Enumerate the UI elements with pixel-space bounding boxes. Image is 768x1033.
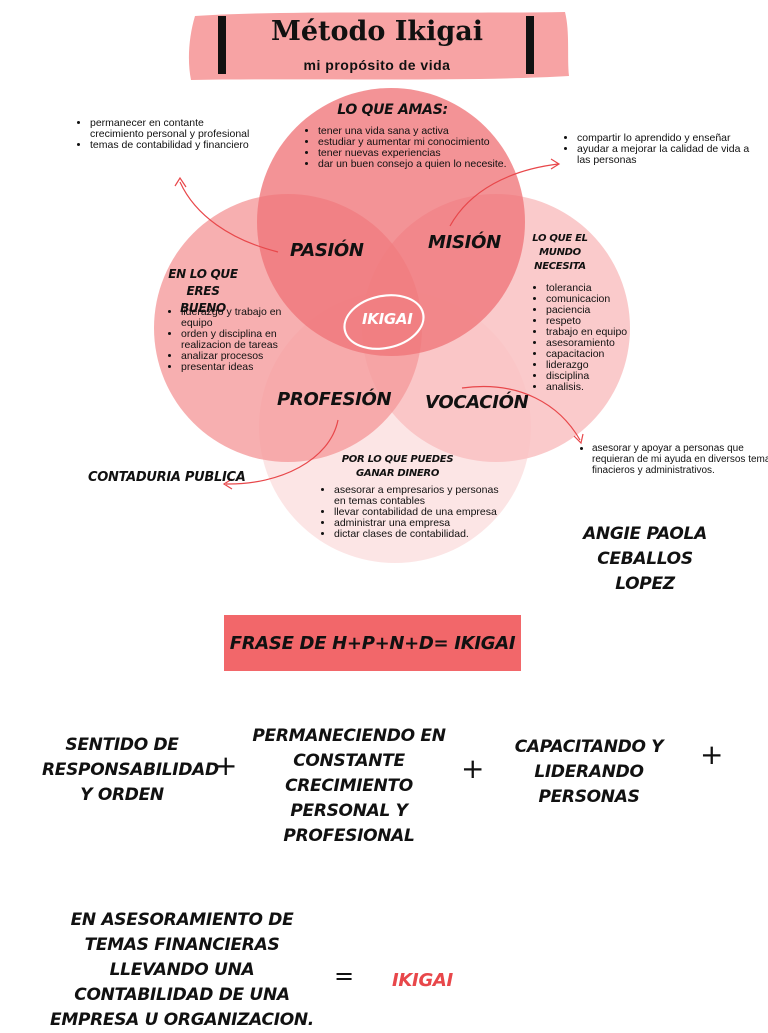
arrow-mission-head (550, 158, 561, 170)
list-item: temas de contabilidad y financiero (90, 140, 260, 151)
arrow-vocation-head (573, 433, 584, 445)
arrow-mission (449, 163, 559, 227)
list-item: compartir lo aprendido y enseñar (577, 133, 757, 144)
good-heading: EN LO QUE ERES BUENO (168, 267, 238, 315)
arrow-vocation (461, 385, 581, 441)
plus-sign-3: + (700, 738, 724, 771)
list-item: ayudar a mejorar la calidad de vida a la… (577, 144, 757, 166)
list-item: capacitacion (546, 349, 656, 360)
header: Método Ikigai mi propósito de vida (187, 10, 570, 80)
plus-sign-2: + (461, 752, 485, 785)
list-item: trabajo en equipo (546, 327, 656, 338)
ikigai-center-label: IKIGAI (362, 310, 413, 328)
list-item: tener una vida sana y activa (318, 126, 513, 137)
profession-label: PROFESIÓN (277, 389, 392, 410)
list-item: asesoramiento (546, 338, 656, 349)
list-item: comunicacion (546, 294, 656, 305)
list-item: asesorar y apoyar a personas que requier… (592, 443, 768, 476)
list-item: estudiar y aumentar mi conocimiento (318, 137, 513, 148)
paid-list: asesorar a empresarios y personas en tem… (318, 485, 504, 540)
arrow-passion (179, 181, 279, 253)
mission-callout: compartir lo aprendido y enseñar ayudar … (561, 133, 757, 166)
plus-sign-1: + (214, 749, 238, 782)
list-item: liderazgo y trabajo en equipo (181, 307, 306, 329)
header-brush-bg (188, 12, 570, 80)
ikigai-venn-diagram (154, 88, 630, 563)
passion-callout: permanecer en contante crecimiento perso… (74, 118, 260, 151)
equals-sign: = (334, 962, 355, 990)
mission-label: MISIÓN (428, 232, 501, 253)
vocation-label: VOCACIÓN (425, 392, 529, 413)
list-item: presentar ideas (181, 362, 306, 373)
ikigai-center-oval (343, 294, 425, 350)
list-item: asesorar a empresarios y personas en tem… (334, 485, 504, 507)
circle-love (257, 88, 525, 356)
list-item: administrar una empresa (334, 518, 504, 529)
love-heading: LO QUE AMAS: (337, 102, 448, 118)
header-bar-left (218, 16, 226, 74)
good-list: liderazgo y trabajo en equipo orden y di… (165, 307, 306, 373)
author-name: ANGIE PAOLA CEBALLOS LOPEZ (583, 524, 707, 594)
formula-result: IKIGAI (392, 970, 453, 991)
list-item: paciencia (546, 305, 656, 316)
list-item: permanecer en contante crecimiento perso… (90, 118, 260, 140)
vocation-callout: asesorar y apoyar a personas que requier… (576, 443, 768, 476)
header-bar-right (526, 16, 534, 74)
list-item: llevar contabilidad de una empresa (334, 507, 504, 518)
formula-banner: FRASE DE H+P+N+D= IKIGAI (224, 615, 521, 671)
formula-term-4: EN ASESORAMIENTO DE TEMAS FINANCIERAS LL… (50, 910, 314, 1030)
page-subtitle: mi propósito de vida (303, 57, 451, 73)
list-item: orden y disciplina en realizacion de tar… (181, 329, 306, 351)
list-item: analizar procesos (181, 351, 306, 362)
arrow-passion-head (174, 176, 187, 188)
arrow-profession-head (222, 478, 233, 490)
list-item: liderazgo (546, 360, 656, 371)
list-item: analisis. (546, 382, 656, 393)
profession-callout: CONTADURIA PUBLICA (88, 470, 246, 485)
list-item: dar un buen consejo a quien lo necesite. (318, 159, 513, 170)
love-list: tener una vida sana y activa estudiar y … (302, 126, 513, 170)
world-heading: LO QUE EL MUNDO NECESITA (532, 233, 588, 272)
formula-term-1: SENTIDO DE RESPONSABILIDAD Y ORDEN (42, 735, 219, 805)
formula-banner-text: FRASE DE H+P+N+D= IKIGAI (229, 632, 516, 654)
list-item: tolerancia (546, 283, 656, 294)
list-item: tener nuevas experiencias (318, 148, 513, 159)
list-item: respeto (546, 316, 656, 327)
arrow-profession (225, 419, 339, 485)
passion-label: PASIÓN (290, 240, 364, 261)
formula-term-3: CAPACITANDO Y LIDERANDO PERSONAS (514, 737, 664, 807)
page-title: Método Ikigai (270, 16, 484, 47)
list-item: dictar clases de contabilidad. (334, 529, 504, 540)
world-list: tolerancia comunicacion paciencia respet… (530, 283, 656, 393)
paid-heading: POR LO QUE PUEDES GANAR DINERO (341, 454, 454, 479)
list-item: disciplina (546, 371, 656, 382)
formula-term-2: PERMANECIENDO EN CONSTANTE CRECIMIENTO P… (252, 726, 446, 846)
